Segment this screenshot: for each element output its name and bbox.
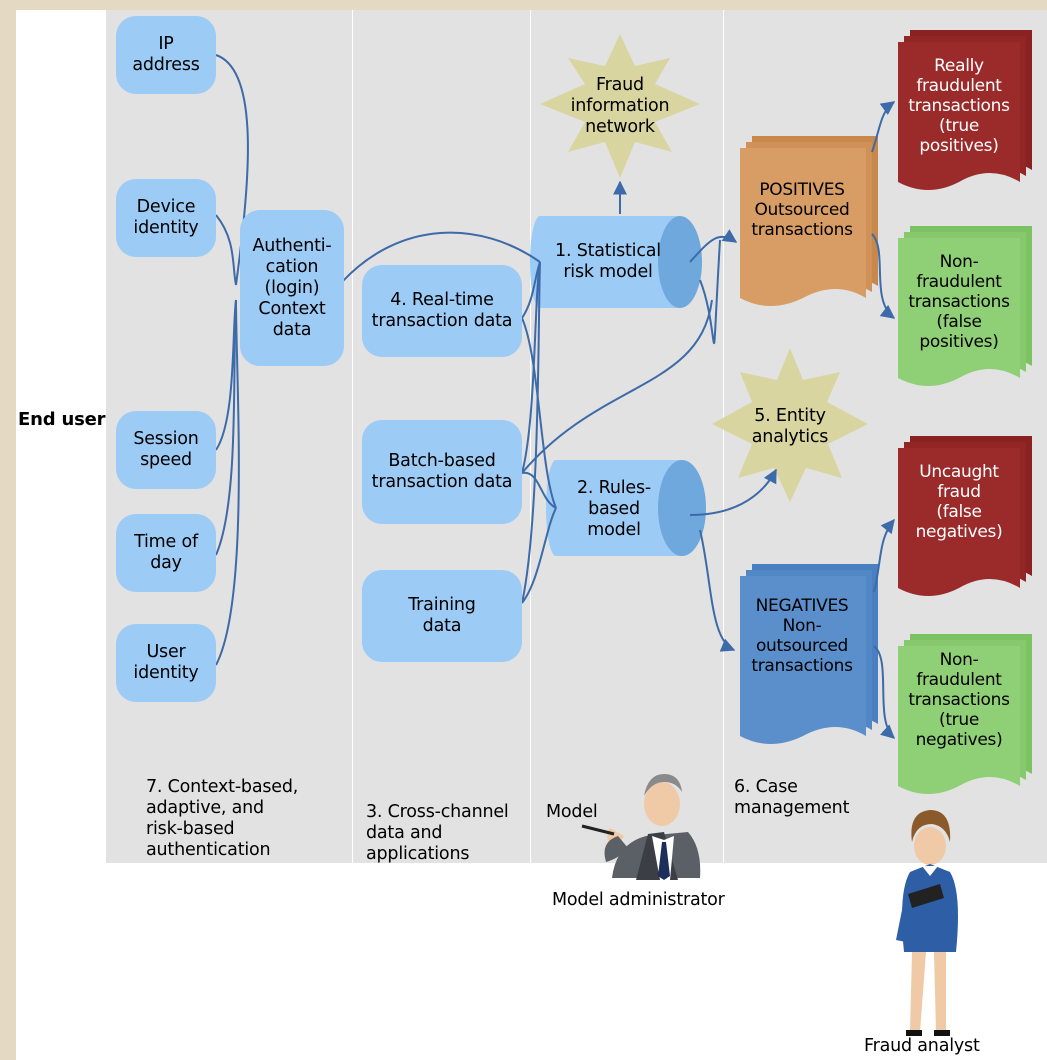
positives-label: POSITIVES Outsourced transactions [751,180,853,240]
time-of-day-box: Time of day [116,514,216,592]
batch-data-box: Batch-based transaction data [362,420,522,524]
left-border [0,0,16,1060]
model-administrator-figure [581,774,701,880]
fraud-analyst-figure [896,810,958,1036]
connectors [215,54,896,739]
entity-analytics-star [712,348,868,502]
entity-analytics-label: 5. Entity analytics [751,406,829,447]
auth-lane-caption: 7. Context-based, adaptive, and risk-bas… [146,777,299,860]
negatives-docs [740,564,878,744]
fraud-network-star [540,34,700,178]
lane-divider-3 [723,10,724,863]
true-negatives-label: Non- fraudulent transactions (true negat… [908,650,1010,750]
positives-docs [740,136,878,306]
user-identity-box: User identity [116,624,216,702]
fraud-network-label: Fraud information network [570,75,670,137]
case-management-lane-caption: 6. Case management [734,777,850,818]
authentication-context-box: Authenti- cation (login) Context data [240,210,344,366]
rules-model-label: 2. Rules- based model [577,478,651,540]
true-negatives-docs [898,634,1032,794]
rules-model-cylinder [546,460,706,556]
session-speed-box: Session speed [116,411,216,489]
model-administrator-label: Model administrator [552,890,725,910]
realtime-data-box: 4. Real-time transaction data [362,265,522,357]
fraud-analyst-label: Fraud analyst [864,1036,980,1056]
true-positives-docs [898,30,1032,190]
ip-address-box: IP address [116,16,216,94]
negatives-label: NEGATIVES Non- outsourced transactions [751,596,853,676]
statistical-model-label: 1. Statistical risk model [555,241,661,282]
end-user-label: End user [18,409,106,430]
training-data-box: Training data [362,570,522,662]
false-positives-docs [898,226,1032,386]
model-lane-caption: Model [546,802,598,822]
false-negatives-docs [898,436,1032,596]
lane-divider-2 [530,10,531,863]
device-identity-box: Device identity [116,179,216,257]
true-positives-label: Really fraudulent transactions (true pos… [908,56,1010,156]
top-border [0,0,1047,10]
cross-channel-lane-caption: 3. Cross-channel data and applications [366,802,509,864]
false-positives-label: Non- fraudulent transactions (false posi… [908,252,1010,352]
lanes-background [106,10,1047,863]
lane-divider-1 [352,10,353,863]
false-negatives-label: Uncaught fraud (false negatives) [915,462,1003,542]
